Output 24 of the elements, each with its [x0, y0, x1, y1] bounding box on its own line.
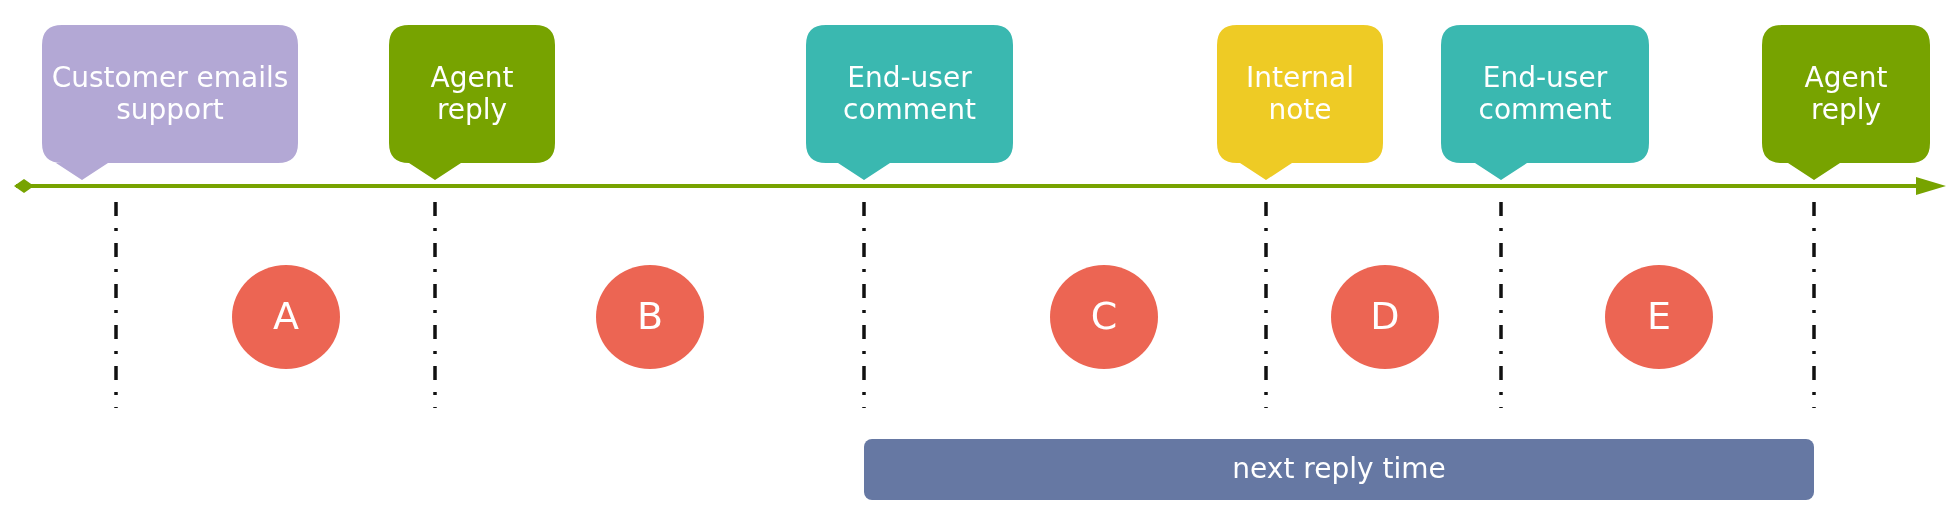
period-letter: B	[635, 293, 665, 341]
speech-bubble	[389, 25, 555, 180]
period-circle	[1050, 265, 1158, 369]
callout-text: Agent reply	[1803, 59, 1889, 128]
period-letter: A	[272, 293, 300, 341]
period-letter: D	[1369, 293, 1401, 341]
callout-text: Customer emails support	[50, 59, 290, 128]
bar-label: next reply time	[1231, 451, 1447, 488]
callout-text: End-user comment	[842, 59, 977, 128]
callout-text: End-user comment	[1477, 59, 1613, 128]
speech-bubble	[1441, 25, 1649, 180]
period-letter: E	[1646, 293, 1672, 341]
period-circle	[232, 265, 340, 369]
period-circle	[1331, 265, 1439, 369]
speech-bubble	[1762, 25, 1930, 180]
speech-bubble	[806, 25, 1013, 180]
speech-bubble	[42, 25, 298, 180]
period-circle	[1605, 265, 1713, 369]
period-letter: C	[1089, 293, 1119, 341]
callout-text: Agent reply	[429, 59, 515, 128]
period-circle	[596, 265, 704, 369]
callout-text: Internal note	[1245, 59, 1355, 128]
duration-bar	[864, 439, 1814, 500]
speech-bubble	[1217, 25, 1383, 180]
